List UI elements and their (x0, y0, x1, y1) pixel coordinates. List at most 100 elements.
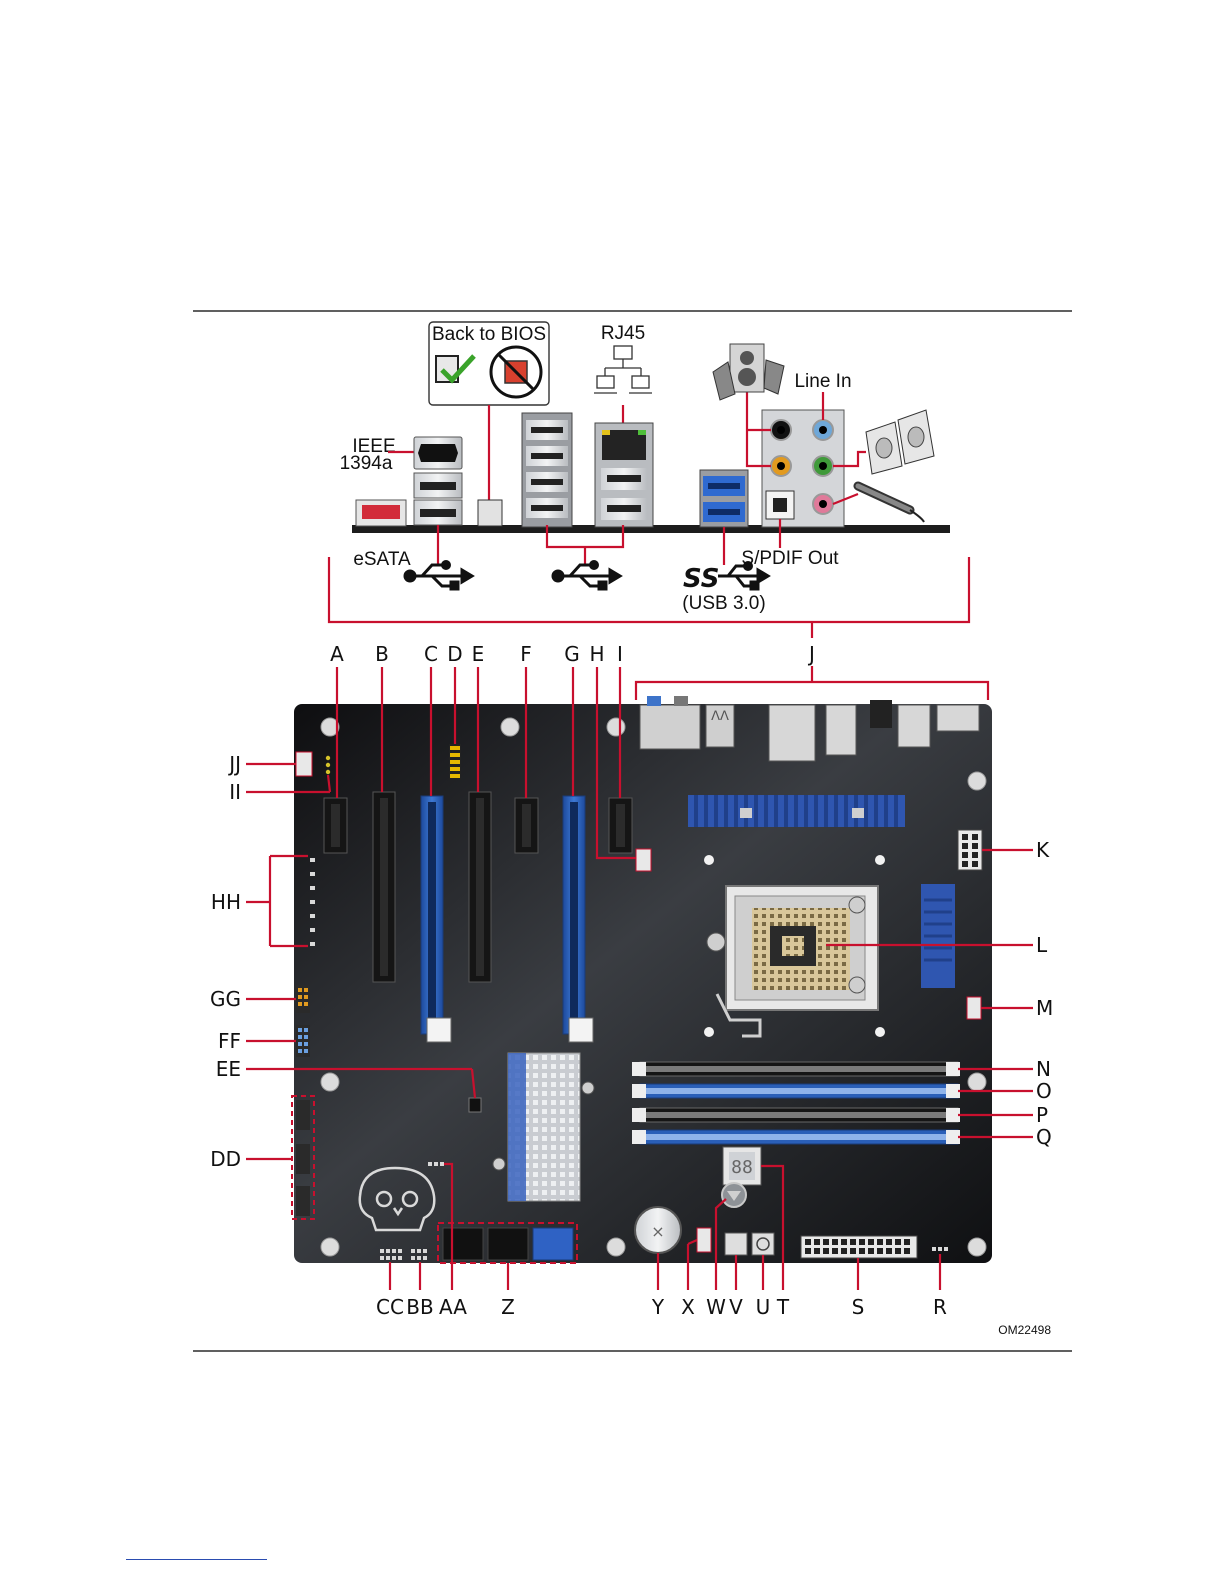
footnote-rule (126, 1559, 267, 1560)
dimm-slot-o (632, 1084, 960, 1098)
callout-m: M (1036, 996, 1053, 1020)
usb3-label: (USB 3.0) (682, 593, 765, 614)
rj45-label: RJ45 (601, 323, 645, 344)
usb-port-rj-1-slot (607, 475, 641, 482)
dimm-slot-p (632, 1108, 960, 1122)
callout-j: J (807, 642, 815, 666)
callout-n: N (1036, 1057, 1051, 1081)
callout-jj: JJ (227, 752, 241, 776)
callout-gg: GG (210, 987, 241, 1011)
callout-b: B (375, 642, 389, 666)
fan-header-x (697, 1228, 711, 1252)
motherboard: ᐱᐱ (292, 696, 992, 1263)
callout-hh: HH (211, 890, 241, 914)
io-usb-glyph: ᐱᐱ (711, 709, 729, 724)
superspeed-logo: SS (683, 564, 720, 594)
callout-s: S (852, 1295, 865, 1319)
usb3-port-2-slot (708, 509, 740, 515)
bios-jumper-block (478, 500, 502, 526)
dimm-slot-n (632, 1062, 960, 1076)
battery-cross-glyph: × (651, 1222, 664, 1241)
callout-aa: AA (439, 1295, 467, 1319)
callout-ii: II (229, 780, 241, 804)
ieee-label-line2: 1394a (340, 453, 393, 474)
line-in-label: Line In (794, 371, 851, 392)
callout-h: H (589, 642, 604, 666)
callout-t: T (776, 1295, 790, 1319)
callout-ff: FF (218, 1029, 241, 1053)
vrm-heatsink (688, 795, 905, 827)
callout-i: I (617, 642, 623, 666)
callout-o: O (1036, 1079, 1052, 1103)
audio-jack-orange-hole (777, 462, 785, 470)
usb-port-left-2-slot (420, 509, 456, 517)
leader-j-bracket (636, 666, 988, 700)
ieee1394-socket (418, 444, 458, 462)
slot-b-pci (373, 792, 395, 982)
atx-power-connector (801, 1236, 917, 1258)
board-pcb (294, 704, 992, 1263)
callout-d: D (447, 642, 462, 666)
audio-jack-green-hole (819, 462, 827, 470)
power-button-u (752, 1233, 774, 1255)
callout-p: P (1036, 1103, 1048, 1127)
microphone-icon (858, 486, 924, 522)
reset-button-v (725, 1233, 747, 1255)
callout-u: U (756, 1295, 771, 1319)
post-code-digits: 88 (731, 1157, 753, 1178)
callout-k: K (1036, 838, 1050, 862)
rj45-led-left (602, 430, 610, 435)
esata-label: eSATA (353, 549, 411, 570)
callout-q: Q (1036, 1125, 1052, 1149)
back-panel-bracket (329, 557, 969, 622)
fan-header-m (967, 997, 981, 1019)
stereo-speakers-icon (866, 410, 934, 474)
fan-header-h (636, 849, 651, 871)
cpu-power-connector (958, 830, 982, 870)
spdif-label: S/PDIF Out (741, 548, 839, 569)
callout-bb: BB (406, 1295, 433, 1319)
header-d (449, 744, 461, 780)
network-icon (594, 346, 652, 393)
usb-port-mid-1-slot (531, 427, 563, 433)
usb-port-mid-4-slot (531, 505, 563, 511)
callout-dd: DD (210, 1147, 241, 1171)
callout-r: R (933, 1295, 947, 1319)
header-aa (428, 1162, 444, 1166)
slot-i-pcie-x1 (609, 798, 632, 853)
callout-e: E (472, 642, 485, 666)
slot-e-pci (469, 792, 491, 982)
callout-ee: EE (216, 1057, 241, 1081)
audio-jack-blue-hole (819, 426, 827, 434)
slot-f-pcie-x1 (515, 798, 538, 853)
callout-w: W (706, 1295, 726, 1319)
usb-port-left-1-slot (420, 482, 456, 490)
header-r (932, 1247, 948, 1251)
sata-connectors-z (438, 1223, 577, 1263)
usb-port-mid-2-slot (531, 453, 563, 459)
surround-speakers-icon (713, 344, 784, 400)
dimm-slot-q (632, 1130, 960, 1144)
usb-port-mid-3-slot (531, 479, 563, 485)
usb-port-rj-2-slot (607, 505, 641, 512)
callout-x: X (681, 1295, 695, 1319)
callout-c: C (424, 642, 438, 666)
callout-y: Y (651, 1295, 665, 1319)
fan-header-jj (296, 752, 312, 776)
callout-z: Z (501, 1295, 515, 1319)
back-to-bios-label: Back to BIOS (432, 324, 546, 345)
callout-f: F (520, 642, 532, 666)
callout-g: G (564, 642, 580, 666)
header-gg (296, 985, 310, 1013)
led-header-ii (326, 756, 330, 774)
rj45-led-right (638, 430, 646, 435)
audio-jack-black-hole (777, 426, 785, 434)
usb3-port-1-slot (708, 483, 740, 489)
chipset-heatsink (493, 1053, 594, 1201)
usb-icon-left (405, 562, 472, 590)
post-code-display: 88 (723, 1147, 761, 1185)
callout-cc: CC (376, 1295, 404, 1319)
header-ff (296, 1025, 310, 1057)
callout-v: V (729, 1295, 743, 1319)
